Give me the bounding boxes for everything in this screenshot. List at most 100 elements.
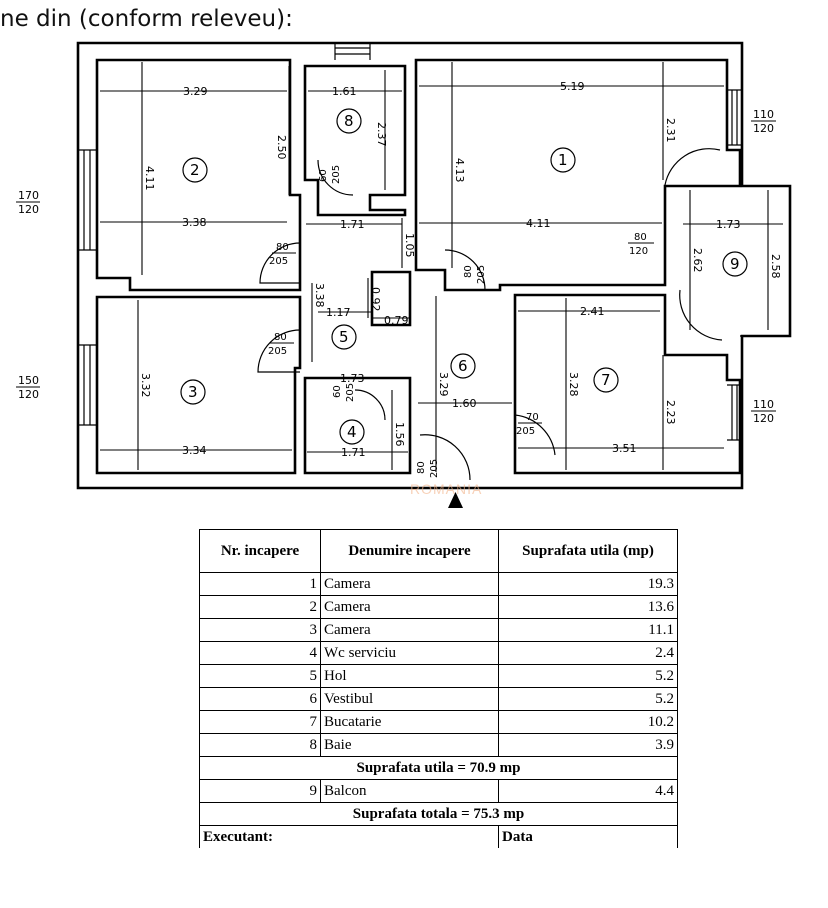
door-7-width: 70 [526, 412, 539, 423]
footer-row: Executant:Data [199, 825, 678, 849]
window-3-height: 120 [18, 388, 39, 401]
door-entry-width: 80 [416, 461, 427, 474]
dim-r9-right: 2.58 [769, 254, 782, 279]
page-caption: ne din (conform releveu): [0, 6, 293, 32]
dim-r8-height: 2.37 [375, 122, 388, 147]
door-6-width: 80 [463, 265, 474, 278]
door-8-width: 60 [318, 169, 329, 182]
room-3-number: 3 [188, 383, 198, 401]
door-1-width: 80 [634, 232, 647, 243]
door-2-width: 80 [276, 242, 289, 253]
dim-r5-height: 3.38 [313, 283, 326, 308]
header-nr: Nr. incapere [199, 529, 321, 573]
dim-r9-left: 2.62 [691, 248, 704, 273]
dim-r5-bottom: 1.73 [340, 372, 365, 385]
row-area: 19.3 [498, 572, 678, 596]
door-5-height: 205 [268, 346, 287, 357]
row-nr: 9 [199, 779, 321, 803]
row-name: Wc serviciu [320, 641, 499, 665]
row-nr: 2 [199, 595, 321, 619]
dim-r1-right: 2.31 [664, 118, 677, 143]
window-7-height: 120 [753, 412, 774, 425]
util-total: Suprafata utila = 70.9 mp [199, 756, 678, 780]
watermark: ROMANIA [410, 481, 482, 497]
door-8-height: 205 [331, 165, 342, 184]
room-7-number: 7 [601, 371, 611, 389]
page-cut [195, 848, 685, 908]
dimension-lines [100, 62, 783, 472]
dim-r7-height: 3.28 [567, 372, 580, 397]
dim-r5-side: 1.05 [403, 233, 416, 258]
row-area: 2.4 [498, 641, 678, 665]
door-labels: 80 205 80 205 60 205 60 205 80 205 80 12… [268, 165, 654, 478]
window-3-width: 150 [18, 374, 39, 387]
door-swings [257, 148, 723, 481]
rooms-table: Nr. incapere Denumire incapere Suprafata… [199, 529, 678, 849]
dim-r2-height: 4.11 [143, 166, 156, 191]
dim-r6-width: 1.60 [452, 397, 477, 410]
row-area: 3.9 [498, 733, 678, 757]
row-name: Balcon [320, 779, 499, 803]
row-nr: 7 [199, 710, 321, 734]
row-name: Camera [320, 618, 499, 642]
dim-r1-left: 4.13 [453, 158, 466, 183]
door-6-height: 205 [476, 265, 487, 284]
walls [76, 41, 792, 490]
row-name: Camera [320, 595, 499, 619]
row-nr: 1 [199, 572, 321, 596]
grand-total: Suprafata totala = 75.3 mp [199, 802, 678, 826]
dim-r4-height: 1.56 [393, 422, 406, 447]
table-header-row: Nr. incapere Denumire incapere Suprafata… [199, 529, 678, 573]
dim-r2-right: 2.50 [275, 135, 288, 160]
room-4-number: 4 [347, 423, 357, 441]
dim-r2-bottom: 3.38 [182, 216, 207, 229]
dimension-labels: 3.29 2.50 4.11 3.38 1.61 2.37 5.19 2.31 … [139, 80, 782, 459]
room-numbers: 1 2 3 4 5 6 7 8 9 [180, 108, 748, 445]
door-1-height: 120 [629, 246, 648, 257]
door-2-height: 205 [269, 256, 288, 267]
floor-plan: 3.29 2.50 4.11 3.38 1.61 2.37 5.19 2.31 … [16, 41, 792, 508]
dim-r7-right: 2.23 [664, 400, 677, 425]
dim-r5-short: 0.79 [384, 314, 409, 327]
row-area: 10.2 [498, 710, 678, 734]
row-nr: 6 [199, 687, 321, 711]
row-name: Baie [320, 733, 499, 757]
dim-r7-bottom: 3.51 [612, 442, 637, 455]
window-2-width: 170 [18, 189, 39, 202]
row-nr: 5 [199, 664, 321, 688]
row-nr: 8 [199, 733, 321, 757]
row-nr: 3 [199, 618, 321, 642]
room-2-number: 2 [190, 161, 200, 179]
header-area: Suprafata utila (mp) [498, 529, 678, 573]
dim-r4-width: 1.71 [341, 446, 366, 459]
window-2-height: 120 [18, 203, 39, 216]
room-6-number: 6 [458, 357, 468, 375]
row-area: 13.6 [498, 595, 678, 619]
window-1-height: 120 [753, 122, 774, 135]
header-name: Denumire incapere [320, 529, 499, 573]
dim-r6-height: 3.29 [437, 372, 450, 397]
window-1-width: 110 [753, 108, 774, 121]
dim-r3-height: 3.32 [139, 373, 152, 398]
dim-r1-top: 5.19 [560, 80, 585, 93]
room-5-number: 5 [339, 328, 349, 346]
dim-r5-top: 1.71 [340, 218, 365, 231]
dim-r5-mid: 1.17 [326, 306, 351, 319]
dim-r9-width: 1.73 [716, 218, 741, 231]
dim-r7-top: 2.41 [580, 305, 605, 318]
row-name: Vestibul [320, 687, 499, 711]
window-7-width: 110 [753, 398, 774, 411]
row-area: 5.2 [498, 664, 678, 688]
row-name: Camera [320, 572, 499, 596]
footer-executant: Executant: [199, 825, 499, 849]
room-8-number: 8 [344, 112, 354, 130]
door-4-width: 60 [332, 385, 343, 398]
entrance-arrow-icon [448, 492, 463, 508]
row-nr: 4 [199, 641, 321, 665]
util-total-row: Suprafata utila = 70.9 mp [199, 756, 678, 780]
footer-date: Data [498, 825, 678, 849]
